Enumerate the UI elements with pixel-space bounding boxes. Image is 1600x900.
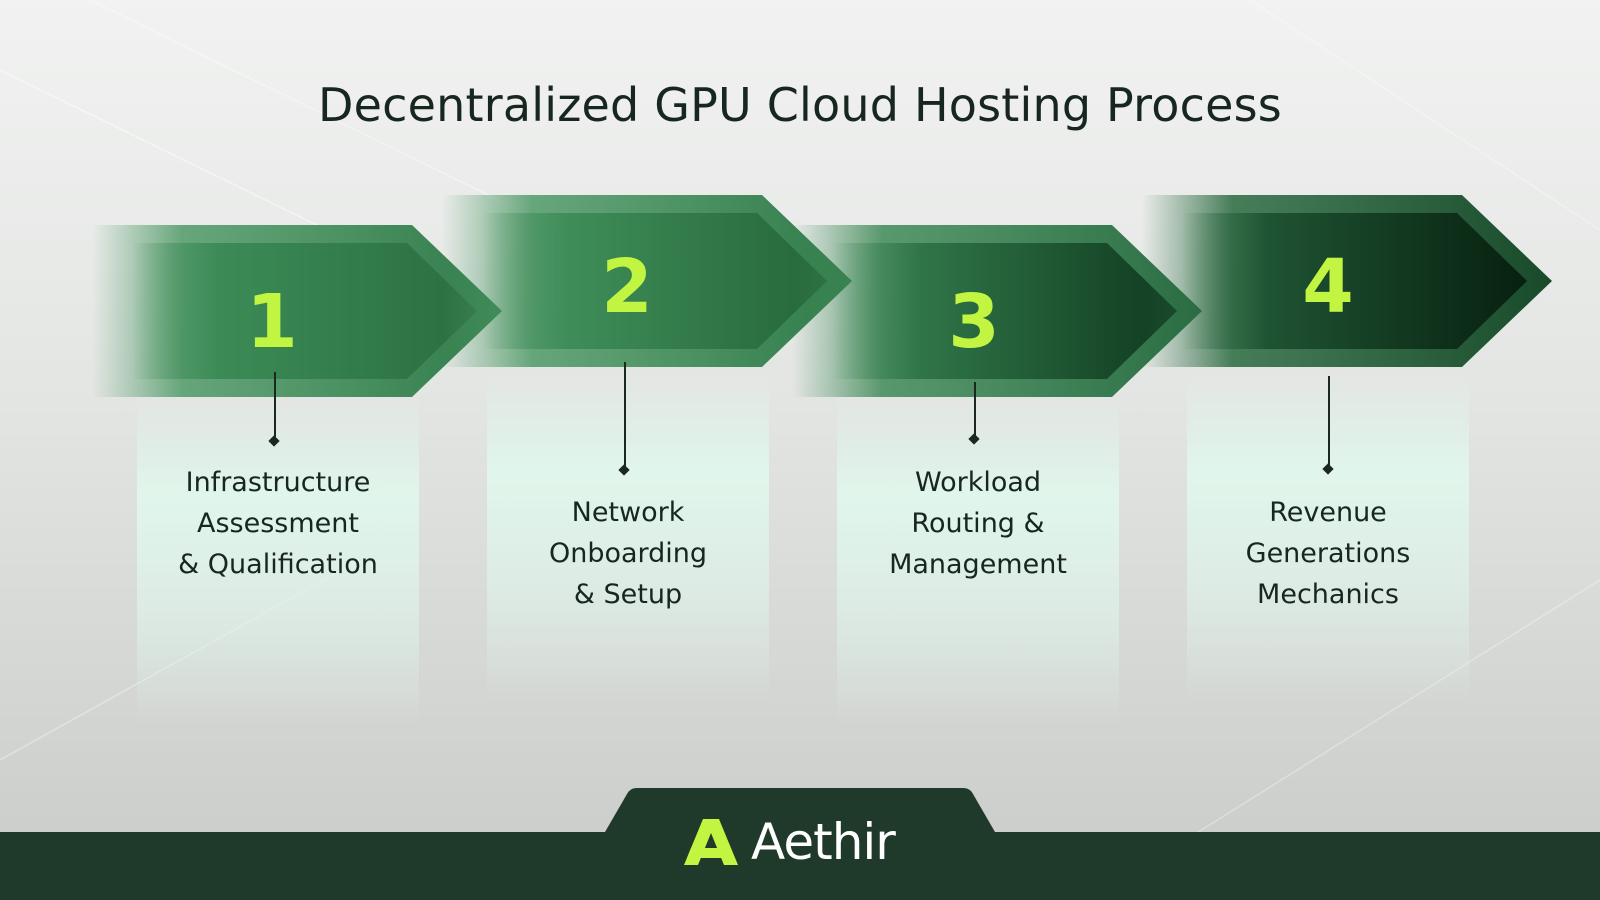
step-2-label: Network Onboarding & Setup [548,497,708,610]
step-1-label: Infrastructure Assessment & Qualificatio… [178,467,378,580]
aethir-logo-icon [684,819,738,865]
step-2-column [487,372,769,702]
step-2-connector [624,362,626,469]
step-2-number: 2 [601,244,653,330]
step-3-connector [974,382,976,438]
page-title: Decentralized GPU Cloud Hosting Process [318,78,1282,132]
step-3-number: 3 [948,279,1000,365]
brand-logo: Aethir [683,812,896,872]
step-4-label: Revenue Generations Mechanics [1245,497,1411,610]
brand-name: Aethir [751,813,896,871]
step-4-arrow [1142,195,1552,367]
step-2-arrow [442,195,852,367]
step-3-label: Workload Routing & Management [889,467,1067,580]
step-1-arrow [92,225,502,397]
step-3-column [837,395,1119,725]
footer-logo-tab [605,788,995,900]
step-1-number: 1 [246,279,298,365]
step-1-connector [274,372,276,440]
step-4-number: 4 [1302,244,1354,330]
step-1-column [137,395,419,725]
step-3-arrow [792,225,1202,397]
step-4-connector [1328,376,1330,468]
